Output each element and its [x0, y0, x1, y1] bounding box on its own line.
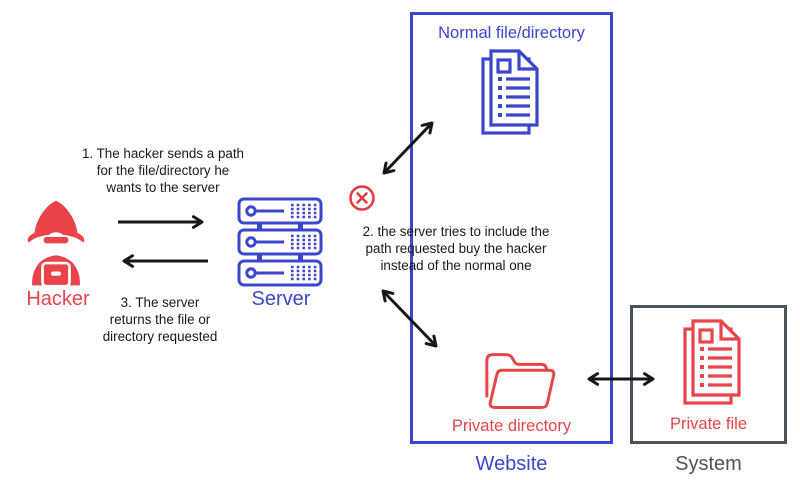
folder-icon [485, 353, 556, 409]
step2-caption: 2. the server tries to include the path … [339, 223, 573, 274]
normal-file-directory-label: Normal file/directory [438, 24, 585, 42]
system-label: System [675, 453, 742, 475]
step3-line: returns the file or [109, 312, 211, 327]
step1-line: for the file/directory he [96, 163, 230, 178]
step3-line: 3. The server [120, 295, 200, 310]
website-label: Website [475, 453, 548, 475]
step1-line: 1. The hacker sends a path [81, 146, 245, 161]
server-label: Server [251, 288, 311, 310]
step3-caption: 3. The server returns the file or direct… [72, 294, 248, 345]
x-circle-icon [349, 185, 375, 211]
step1-line: wants to the server [106, 180, 220, 195]
server-rack-icon [237, 197, 323, 287]
step3-line: directory requested [102, 329, 218, 344]
step2-line: instead of the normal one [380, 258, 532, 273]
private-directory-label: Private directory [451, 417, 572, 435]
hacker-label: Hacker [26, 288, 90, 310]
step1-caption: 1. The hacker sends a path for the file/… [57, 145, 269, 196]
documents-icon [683, 319, 741, 405]
documents-icon [481, 49, 539, 135]
private-file-label: Private file [669, 415, 748, 433]
hacker-icon [27, 200, 85, 288]
website-box [410, 12, 613, 444]
step2-line: path requested buy the hacker [365, 241, 547, 256]
step2-line: 2. the server tries to include the [362, 224, 550, 239]
